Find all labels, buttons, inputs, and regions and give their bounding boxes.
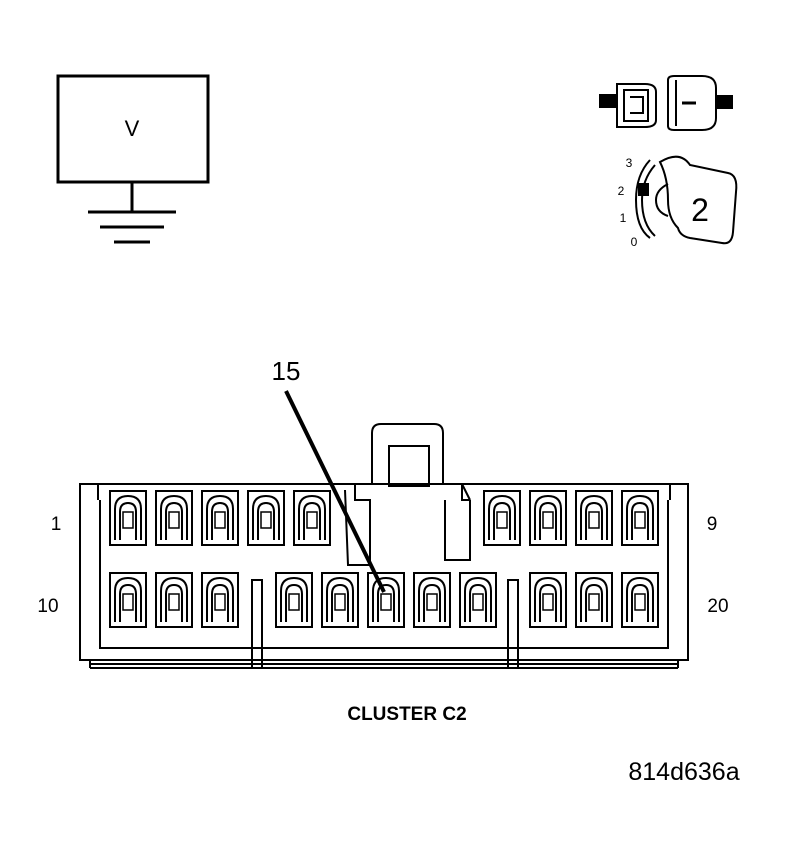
connector-name: CLUSTER C2 bbox=[347, 704, 466, 725]
terminal-pin-12 bbox=[201, 572, 239, 628]
terminal-row-2 bbox=[109, 572, 659, 628]
terminal-pin-15 bbox=[367, 572, 405, 628]
connector-disconnect-icon bbox=[599, 75, 733, 131]
terminal-pin-13 bbox=[275, 572, 313, 628]
voltmeter-symbol: V bbox=[56, 74, 210, 244]
terminal-pin-10 bbox=[109, 572, 147, 628]
pin-label-10: 10 bbox=[37, 596, 58, 617]
key-selected-position: 2 bbox=[691, 192, 709, 228]
terminal-pin-5 bbox=[293, 490, 331, 546]
ground-icon bbox=[88, 210, 176, 244]
pin-label-9: 9 bbox=[707, 514, 718, 535]
terminal-pin-9 bbox=[621, 490, 659, 546]
terminal-pin-3 bbox=[201, 490, 239, 546]
terminal-pin-1 bbox=[109, 490, 147, 546]
key-position-3: 3 bbox=[626, 156, 633, 170]
terminal-pin-20 bbox=[621, 572, 659, 628]
pin-label-20: 20 bbox=[707, 596, 728, 617]
key-position-0: 0 bbox=[631, 235, 638, 249]
terminal-pin-17 bbox=[459, 572, 497, 628]
terminal-pin-8 bbox=[575, 490, 613, 546]
key-position-1: 1 bbox=[620, 211, 627, 225]
pin-label-1: 1 bbox=[51, 514, 62, 535]
connector-body bbox=[79, 423, 689, 669]
terminal-pin-14 bbox=[321, 572, 359, 628]
meter-label: V bbox=[125, 116, 140, 141]
ignition-key-icon: 3 2 1 0 2 bbox=[618, 155, 738, 249]
terminal-pin-4 bbox=[247, 490, 285, 546]
terminal-pin-7 bbox=[529, 490, 567, 546]
terminal-pin-11 bbox=[155, 572, 193, 628]
terminal-pin-16 bbox=[413, 572, 451, 628]
terminal-row-1 bbox=[109, 490, 659, 546]
pin-callout-number: 15 bbox=[272, 356, 301, 386]
pin-callout: 15 bbox=[272, 356, 386, 593]
terminal-pin-19 bbox=[575, 572, 613, 628]
figure-id: 814d636a bbox=[628, 758, 739, 786]
key-position-2: 2 bbox=[618, 184, 625, 198]
terminal-pin-2 bbox=[155, 490, 193, 546]
terminal-pin-6 bbox=[483, 490, 521, 546]
terminal-pin-18 bbox=[529, 572, 567, 628]
